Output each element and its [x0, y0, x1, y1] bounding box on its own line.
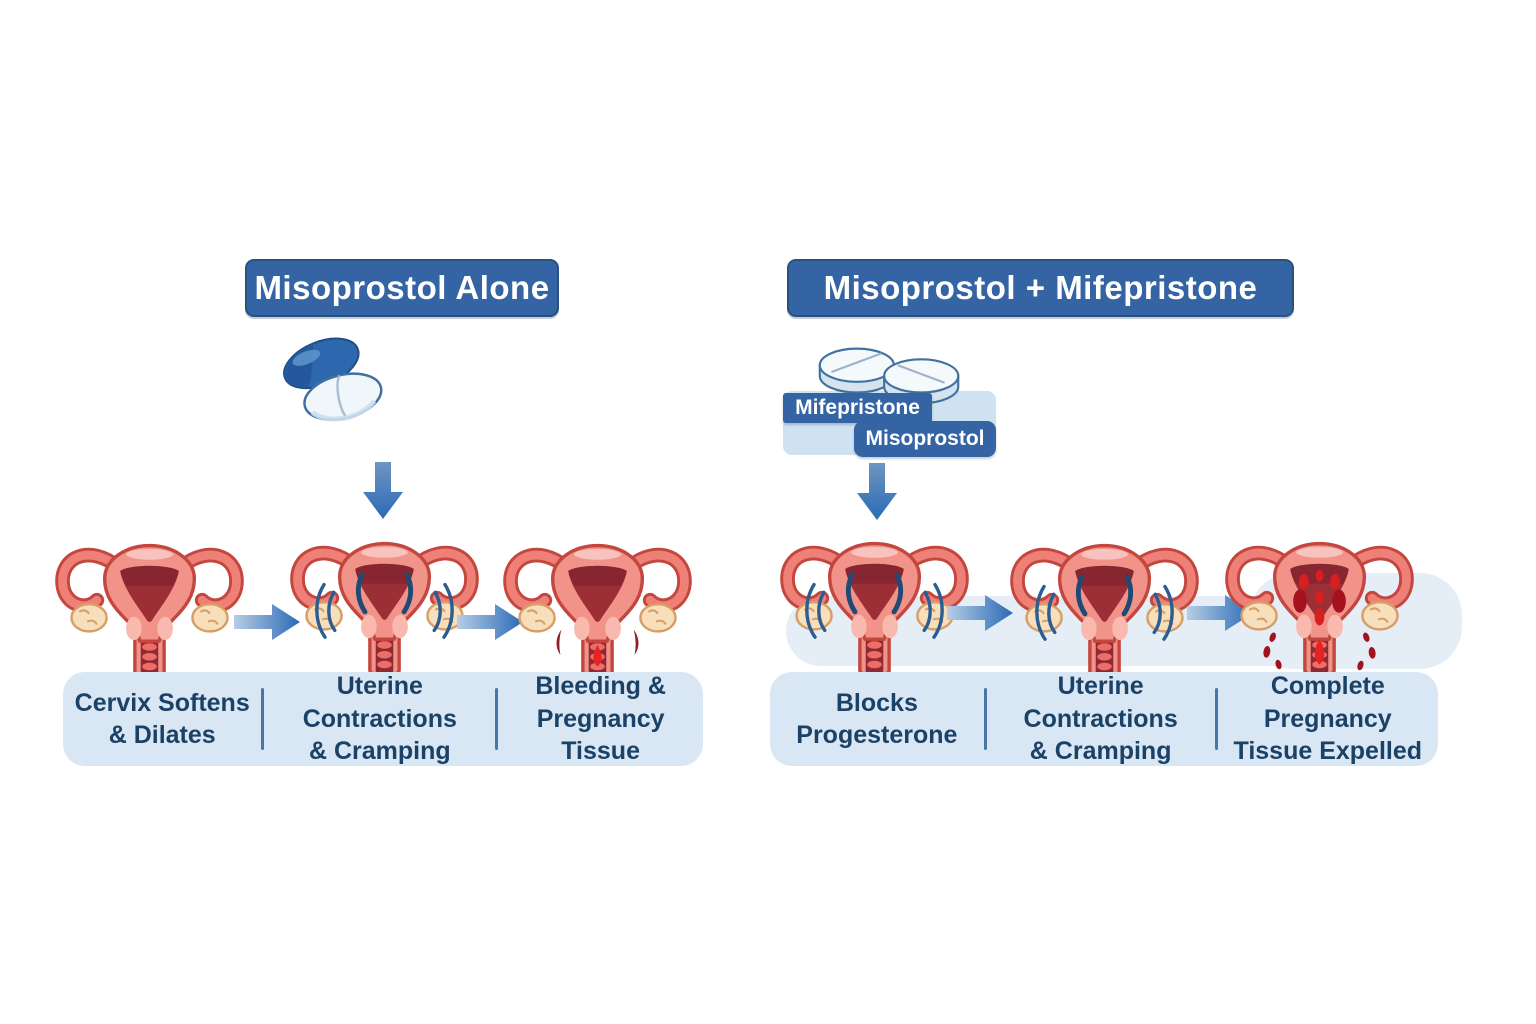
divider	[261, 688, 265, 750]
white-oval-pill-icon	[303, 372, 383, 422]
uterus-contracting-icon	[777, 528, 972, 684]
mifepristone-tablet-icon	[818, 347, 895, 394]
misoprostol-label-banner: Misoprostol	[854, 421, 996, 457]
flow-arrow-right-icon	[947, 595, 1013, 631]
misoprostol-label: Misoprostol	[865, 427, 985, 450]
divider	[983, 688, 987, 750]
uterus-contracting-icon	[287, 528, 482, 684]
stage-cell: Complete Pregnancy Tissue Expelled	[1218, 672, 1438, 766]
flow-arrow-down-icon	[363, 462, 403, 519]
uterus-normal-icon	[52, 530, 247, 686]
left-title-banner: Misoprostol Alone	[245, 259, 559, 317]
flow-arrow-down-icon	[857, 463, 897, 520]
stage-cell: Uterine Contractions & Cramping	[264, 672, 495, 766]
divider	[495, 688, 499, 750]
right-title: Misoprostol + Mifepristone	[823, 269, 1258, 306]
divider	[1214, 688, 1218, 750]
stage-label: Cervix Softens & Dilates	[74, 688, 250, 750]
right-title-banner: Misoprostol + Mifepristone	[787, 259, 1294, 317]
stage-label: Uterine Contractions & Cramping	[302, 672, 457, 766]
uterus-expelling-icon	[1222, 528, 1417, 684]
stage-label: Bleeding & Pregnancy Tissue	[535, 672, 666, 766]
uterus-bleeding-icon	[500, 530, 695, 686]
stage-cell: Bleeding & Pregnancy Tissue	[498, 672, 703, 766]
stage-cell: Uterine Contractions & Cramping	[987, 672, 1215, 766]
left-title: Misoprostol Alone	[254, 269, 550, 306]
stage-label: Uterine Contractions & Cramping	[1023, 672, 1178, 766]
mifepristone-label: Mifepristone	[795, 396, 920, 419]
left-stage-labels-panel: Cervix Softens & Dilates Uterine Contrac…	[63, 672, 703, 766]
uterus-contracting-icon	[1007, 530, 1202, 686]
stage-cell: Cervix Softens & Dilates	[63, 672, 261, 766]
stage-cell: Blocks Progesterone	[770, 672, 984, 766]
stage-label: Blocks Progesterone	[796, 688, 958, 750]
stage-label: Complete Pregnancy Tissue Expelled	[1233, 672, 1423, 766]
combination-tablets-icon	[818, 347, 960, 405]
misoprostol-pills-icon	[283, 337, 383, 422]
mifepristone-label-banner: Mifepristone	[783, 393, 932, 423]
right-stage-labels-panel: Blocks Progesterone Uterine Contractions…	[770, 672, 1438, 766]
